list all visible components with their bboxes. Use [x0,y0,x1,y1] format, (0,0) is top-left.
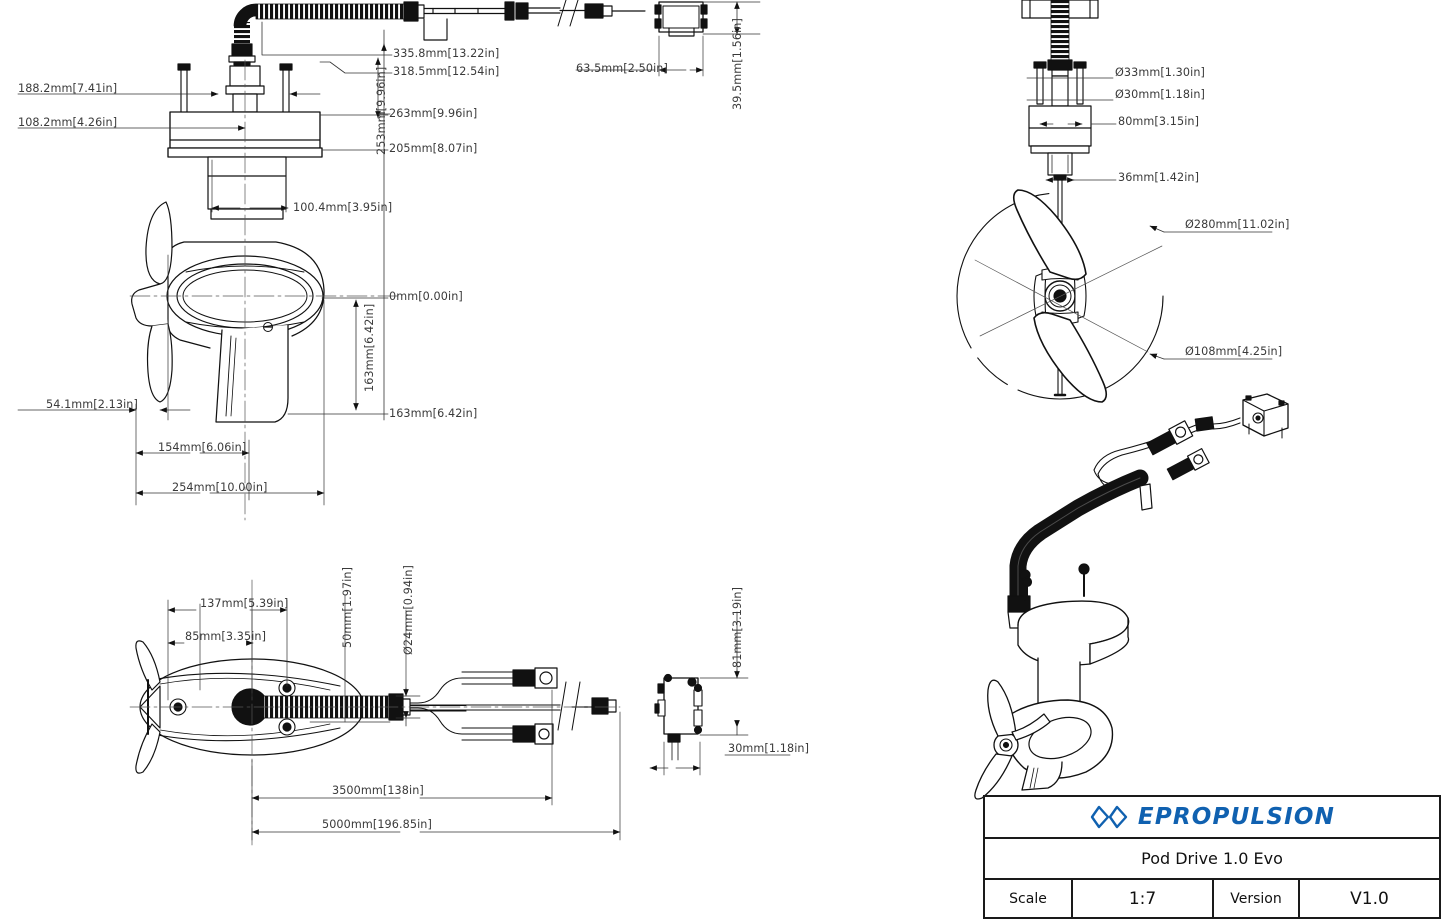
dim-dia-108: Ø108mm[4.25in] [1185,345,1283,358]
dim-254: 254mm[10.00in] [172,481,268,494]
dim-0: 0mm[0.00in] [389,290,463,303]
cable-run-dimension-lines [575,1,761,77]
dim-163-horizontal: 163mm[6.42in] [389,407,478,420]
dim-50: 50mm[1.97in] [341,566,354,648]
dim-3500: 3500mm[138in] [332,784,424,797]
plan-view-dimension-lines [167,594,621,841]
side-elevation-dimension-lines [1026,77,1273,360]
controller-box-top [654,1,708,37]
scale-label: Scale [985,880,1073,917]
gearcase-front [166,241,325,423]
dim-253: 253mm[9.96in] [375,66,388,155]
dim-318-5: 318.5mm[12.54in] [393,65,500,78]
title-block-product-row: Pod Drive 1.0 Evo [985,839,1439,880]
title-block-meta-row: Scale 1:7 Version V1.0 [985,880,1439,917]
front-elevation-view [129,0,708,521]
dim-dia-33: Ø33mm[1.30in] [1115,66,1205,79]
brand-logo-text: EPROPULSION [1137,804,1336,830]
dim-63-5: 63.5mm[2.50in] [576,62,668,75]
upper-housing-front [207,156,287,220]
side-elevation-view [1021,0,1099,397]
dim-30-box: 30mm[1.18in] [728,742,810,755]
dim-154: 154mm[6.06in] [158,441,247,454]
dim-137: 137mm[5.39in] [200,597,289,610]
dim-205: 205mm[8.07in] [389,142,478,155]
title-block-logo-row: EPROPULSION [985,797,1439,839]
title-block: EPROPULSION Pod Drive 1.0 Evo Scale 1:7 … [983,795,1441,919]
dim-263: 263mm[9.96in] [389,107,478,120]
dim-dia-30: Ø30mm[1.18in] [1115,88,1205,101]
propeller-front [131,201,173,403]
propeller-face-view [956,189,1164,403]
controller-end-dimension-lines [649,611,791,776]
product-name: Pod Drive 1.0 Evo [1141,849,1283,868]
version-label: Version [1214,880,1300,917]
dim-108-2: 108.2mm[4.26in] [18,116,118,129]
controller-end-view [654,673,703,761]
dim-81: 81mm[3.19in] [731,586,744,668]
dim-188-2: 188.2mm[7.41in] [18,82,118,95]
plan-view [129,579,621,846]
dim-36: 36mm[1.42in] [1118,171,1200,184]
front-elevation-dimension-lines [17,21,393,506]
epropulsion-mark-icon [1090,805,1128,829]
brand-logo: EPROPULSION [1089,804,1335,830]
version-value: V1.0 [1350,888,1389,909]
dim-39-5: 39.5mm[1.56in] [731,18,744,110]
dim-54-1: 54.1mm[2.13in] [46,398,138,411]
dim-85: 85mm[3.35in] [185,630,267,643]
dim-163-vertical: 163mm[6.42in] [363,303,376,392]
dim-dia-24: Ø24mm[0.94in] [402,565,415,655]
dim-80: 80mm[3.15in] [1118,115,1200,128]
isometric-view [974,393,1289,800]
dim-335-8: 335.8mm[13.22in] [393,47,500,60]
scale-value: 1:7 [1073,880,1214,917]
dim-5000: 5000mm[196.85in] [322,818,432,831]
dim-100-4: 100.4mm[3.95in] [293,201,393,214]
dim-dia-280: Ø280mm[11.02in] [1185,218,1290,231]
